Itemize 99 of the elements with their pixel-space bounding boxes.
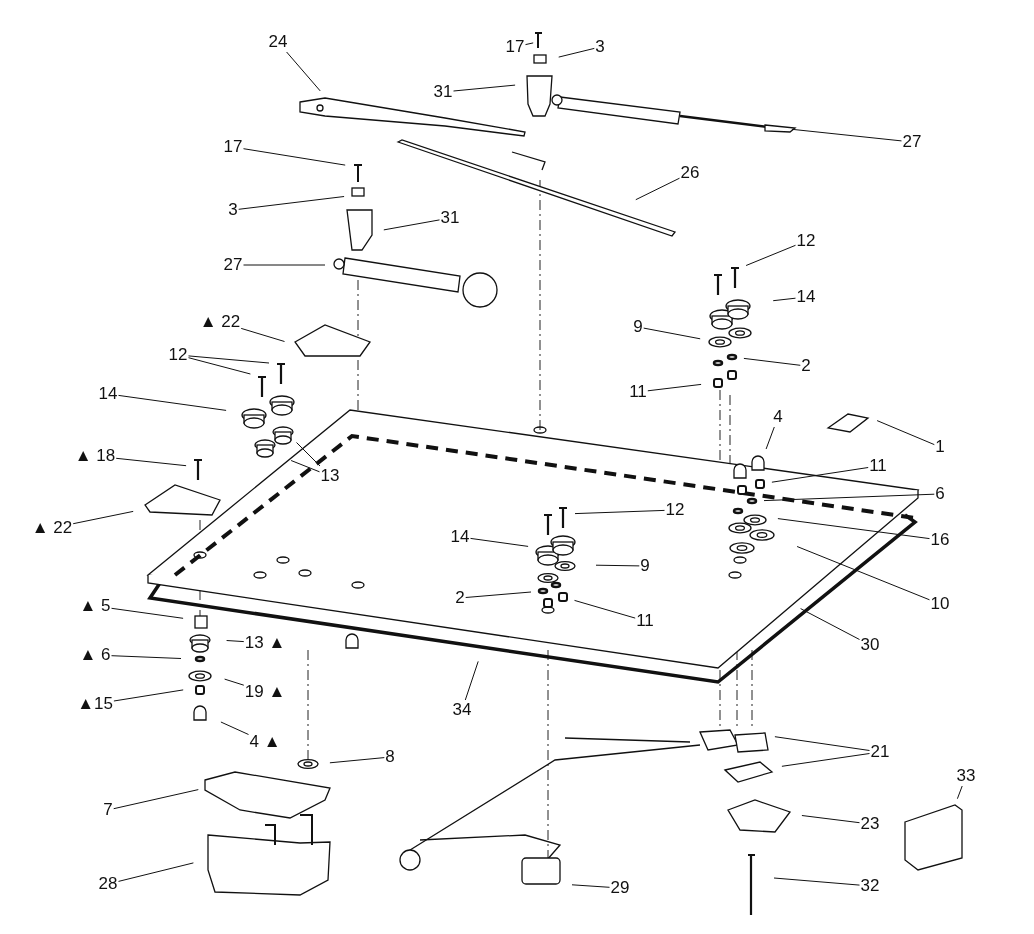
leader-line xyxy=(571,884,610,888)
callout-number: ▲ 18 xyxy=(73,446,117,466)
leader-line xyxy=(791,128,902,142)
leader-line xyxy=(240,327,285,342)
callout-number: 11 xyxy=(868,456,888,476)
leader-line xyxy=(118,862,194,882)
callout-number: 19 ▲ xyxy=(243,682,287,702)
leader-line xyxy=(118,394,227,411)
leader-line xyxy=(771,467,869,483)
callout-number: 16 xyxy=(929,530,951,550)
leader-line xyxy=(238,196,345,210)
leader-line xyxy=(453,84,516,92)
leader-line xyxy=(111,655,182,659)
callout-number: 9 xyxy=(639,556,651,576)
leader-line xyxy=(243,264,326,266)
callout-number: 13 xyxy=(319,466,341,486)
callout-number: 12 xyxy=(664,500,686,520)
leader-line xyxy=(595,564,640,567)
leader-line xyxy=(796,546,930,601)
callout-number: ▲ 5 xyxy=(78,596,112,616)
leader-line xyxy=(635,177,680,201)
leader-line xyxy=(226,640,245,643)
callout-number: 11 xyxy=(628,382,648,402)
leader-line xyxy=(464,660,479,701)
leader-line xyxy=(224,678,245,686)
leader-line xyxy=(765,426,775,450)
callout-number: 28 xyxy=(97,874,119,894)
callout-number: 30 xyxy=(859,635,881,655)
callout-number: 8 xyxy=(384,747,396,767)
leader-line xyxy=(745,244,796,266)
callout-number: 7 xyxy=(102,800,114,820)
leader-line xyxy=(777,518,930,540)
callout-number: 34 xyxy=(451,700,473,720)
leader-line xyxy=(115,457,187,467)
leader-line xyxy=(72,510,134,525)
leader-line xyxy=(113,789,199,810)
leader-line xyxy=(383,219,440,231)
leader-line xyxy=(286,51,321,92)
leader-line xyxy=(113,689,184,702)
leader-line xyxy=(111,607,184,619)
callout-number: 9 xyxy=(632,317,644,337)
leader-line xyxy=(558,47,595,58)
leader-line xyxy=(773,877,860,886)
leader-line xyxy=(774,736,870,751)
leader-line xyxy=(743,357,801,366)
callout-number: ▲ 22 xyxy=(30,518,74,538)
callout-number: 27 xyxy=(222,255,244,275)
leader-line xyxy=(876,420,935,446)
leader-line xyxy=(643,327,701,340)
leader-line xyxy=(188,357,251,375)
callout-number: 4 ▲ xyxy=(248,732,282,752)
callout-number: 14 xyxy=(795,287,817,307)
callout-number: 3 xyxy=(227,200,239,220)
callout-number: 14 xyxy=(97,384,119,404)
callout-number: 1 xyxy=(934,437,946,457)
callout-number: 32 xyxy=(859,876,881,896)
leader-line xyxy=(781,753,870,767)
leader-line xyxy=(525,42,534,46)
callout-number: 12 xyxy=(795,231,817,251)
leader-line xyxy=(243,148,346,166)
callout-number: 31 xyxy=(432,82,454,102)
leader-line xyxy=(465,591,532,598)
callout-number: 29 xyxy=(609,878,631,898)
callout-number: 21 xyxy=(869,742,891,762)
leader-line xyxy=(574,509,665,515)
callout-number: 13 ▲ xyxy=(243,633,287,653)
leader-line xyxy=(800,608,860,640)
leader-line xyxy=(290,460,320,473)
leader-line xyxy=(647,383,702,392)
callout-number: 27 xyxy=(901,132,923,152)
callout-number: 24 xyxy=(267,32,289,52)
callout-number: 11 xyxy=(635,611,655,631)
callout-number: 12 xyxy=(167,345,189,365)
callout-number: 3 xyxy=(594,37,606,57)
callout-number: 2 xyxy=(454,588,466,608)
callout-number: 31 xyxy=(439,208,461,228)
callout-number: 26 xyxy=(679,163,701,183)
leader-line xyxy=(296,442,321,467)
callout-number: 4 xyxy=(772,407,784,427)
callout-number: 17 xyxy=(504,37,526,57)
callout-number: 10 xyxy=(929,594,951,614)
callout-number: 33 xyxy=(955,766,977,786)
leader-line xyxy=(763,493,935,502)
callout-number: ▲ 22 xyxy=(198,312,242,332)
callout-number: 6 xyxy=(934,484,946,504)
leader-line xyxy=(574,599,636,619)
leader-line xyxy=(329,757,385,764)
leader-line xyxy=(220,721,249,735)
leader-line xyxy=(188,355,270,364)
callout-number: ▲15 xyxy=(76,694,114,714)
leader-line xyxy=(470,537,529,547)
leader-line xyxy=(956,785,963,800)
callout-number: ▲ 6 xyxy=(78,645,112,665)
callout-number: 14 xyxy=(449,527,471,547)
leader-line xyxy=(772,297,796,302)
callout-number: 2 xyxy=(800,356,812,376)
callout-number: 17 xyxy=(222,137,244,157)
leader-line xyxy=(801,815,860,824)
callout-number: 23 xyxy=(859,814,881,834)
